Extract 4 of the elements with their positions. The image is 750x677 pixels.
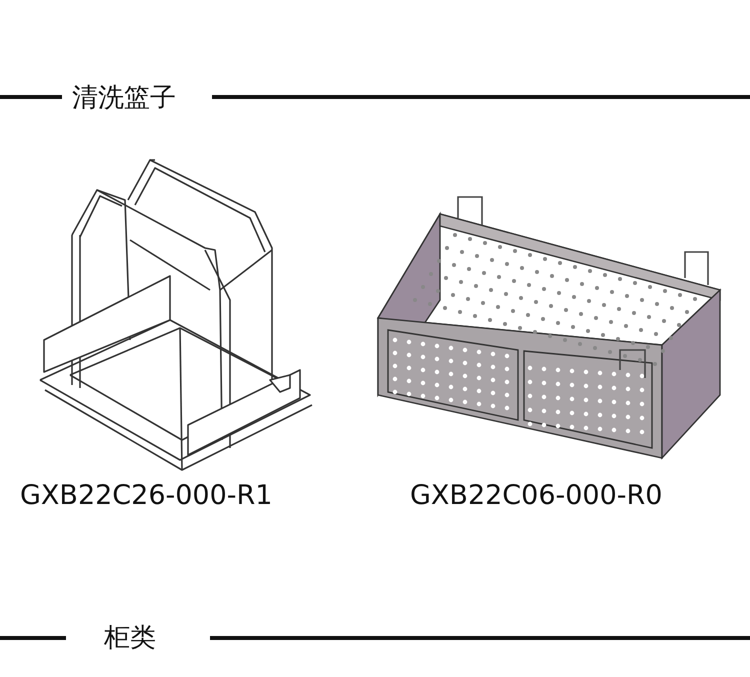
section-heading: 柜类 bbox=[104, 622, 156, 655]
part-number: GXB22C26-000-R1 bbox=[20, 480, 272, 511]
section-heading: 清洗篮子 bbox=[72, 82, 176, 115]
part-number: GXB22C06-000-R0 bbox=[410, 480, 662, 511]
